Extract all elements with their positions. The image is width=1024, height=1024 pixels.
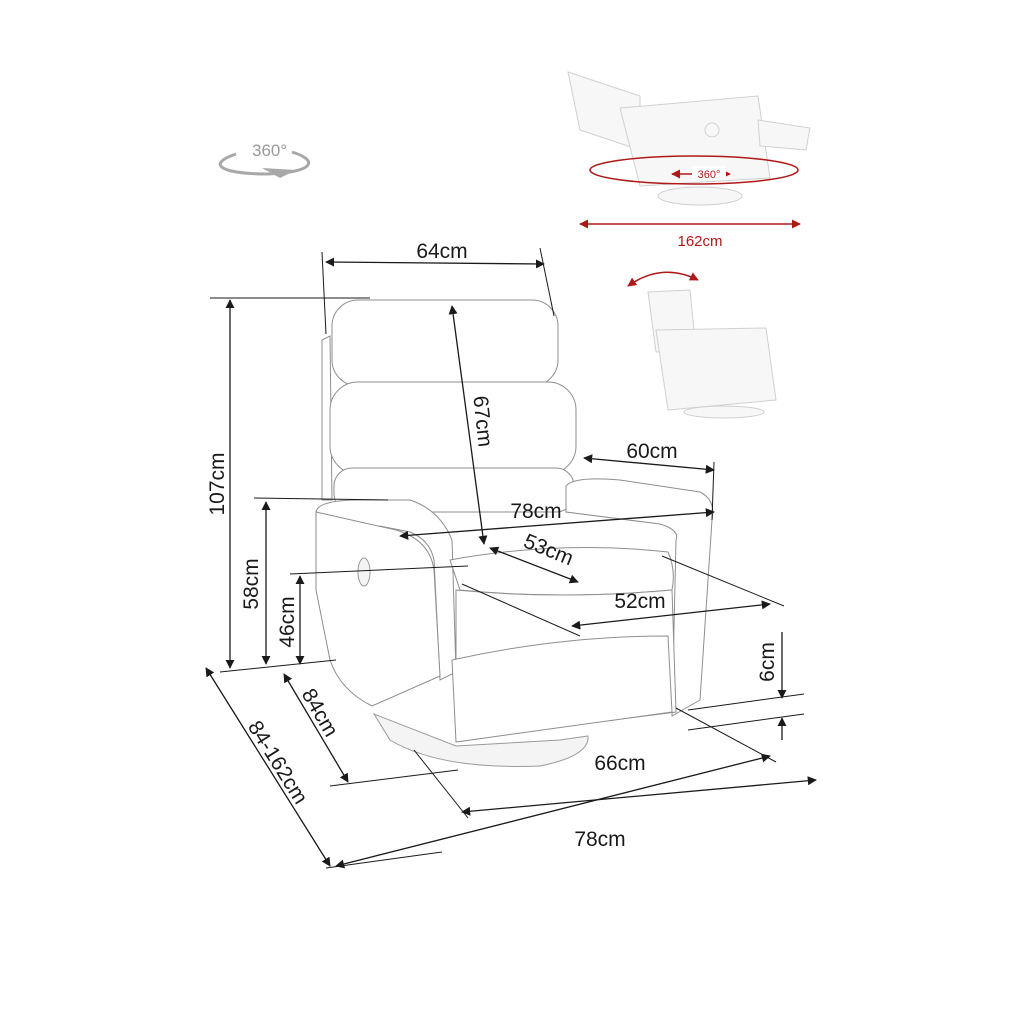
backrest-width-ext-left <box>321 251 327 335</box>
inner-width-line <box>399 508 715 540</box>
depth-label: 84cm <box>297 685 343 741</box>
swivel-rotation-label: 360° <box>698 169 721 181</box>
backrest-width-label: 64cm <box>416 240 467 263</box>
backrest-height-line <box>448 305 488 545</box>
armrest-height-ext-top <box>253 497 389 501</box>
seat-width-label: 52cm <box>614 590 665 613</box>
base-width-ext-right <box>675 707 777 763</box>
inner-width-label: 78cm <box>510 500 561 523</box>
recline-lever <box>357 557 371 587</box>
recline-chair-illustration <box>647 289 777 419</box>
swivel-chair-illustration <box>567 71 811 206</box>
total-height-label: 107cm <box>206 452 229 515</box>
armrest-depth-label: 60cm <box>626 440 677 463</box>
seat-width-ext-left <box>461 583 581 637</box>
extended-length-label: 162cm <box>677 233 722 250</box>
floor-ext-left <box>219 659 337 673</box>
depth-ext-bottom <box>329 769 459 787</box>
recline-arrow-icon <box>627 271 699 287</box>
left-armrest-side <box>315 511 441 707</box>
base-width-line <box>461 776 817 816</box>
armchair-illustration <box>315 299 714 767</box>
backrest-width-line <box>325 257 545 269</box>
base-clearance-label: 6cm <box>756 642 779 682</box>
base-width-label: 66cm <box>594 752 645 775</box>
seat-height-ext-top <box>289 565 469 575</box>
seat-width-ext-right <box>661 555 785 607</box>
backrest-middle-cushion <box>329 381 577 475</box>
swivel-inset: 360° 162cm <box>567 71 811 250</box>
total-width-line <box>335 753 771 869</box>
seat-depth-line <box>489 546 579 584</box>
armrest-depth-line <box>583 454 715 474</box>
rotation-badge: 360° <box>218 141 311 178</box>
seat-height-label: 46cm <box>276 596 299 647</box>
base-clearance-ext-bottom <box>687 713 805 731</box>
base-clearance-ext-top <box>687 693 805 711</box>
dimension-lines <box>205 247 817 869</box>
backrest-top-cushion <box>331 299 559 387</box>
rotation-badge-label: 360° <box>252 141 287 160</box>
swivel-ring-icon <box>589 155 799 185</box>
footrest-panel <box>451 635 673 743</box>
total-width-label: 78cm <box>574 828 625 851</box>
depth-range-line <box>205 667 331 867</box>
recline-inset <box>627 271 777 419</box>
armrest-height-label: 58cm <box>240 558 263 609</box>
backrest-height-label: 67cm <box>468 395 496 448</box>
seat-width-line <box>571 600 771 630</box>
rotate-360-icon <box>218 150 311 178</box>
depth-range-label: 84-162cm <box>243 717 312 808</box>
